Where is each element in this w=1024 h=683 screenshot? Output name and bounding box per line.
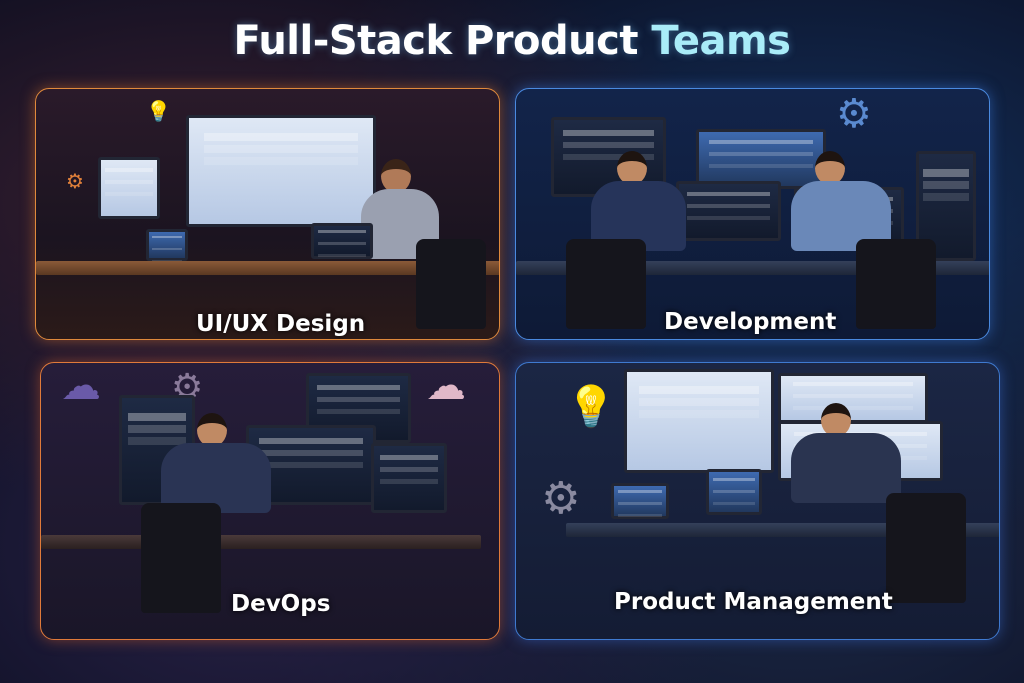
chair — [416, 239, 486, 329]
side-monitor — [98, 157, 160, 219]
panel-label: Development — [664, 309, 837, 335]
panel-label: DevOps — [231, 591, 331, 617]
tablet — [146, 229, 188, 261]
gear-icon: ⚙ — [66, 169, 84, 193]
laptop — [371, 443, 447, 513]
panel-uiux-design: 💡 ⚙ UI/UX Design — [35, 88, 500, 340]
laptop — [611, 483, 669, 519]
design-monitor — [186, 115, 376, 227]
laptop — [311, 223, 373, 259]
panel-devops: ☁ ☁ ⚙ DevOps — [40, 362, 500, 640]
roadmap-monitor — [624, 369, 774, 473]
page-title: Full-Stack Product Teams — [233, 18, 792, 64]
panel-development: ⚙ Development — [515, 88, 990, 340]
code-monitor — [676, 181, 781, 241]
laptop — [706, 469, 762, 515]
cloud-icon: ☁ — [426, 363, 466, 409]
desk — [36, 261, 499, 275]
analytics-monitor — [778, 373, 928, 423]
gear-icon: ⚙ — [541, 473, 581, 524]
code-monitor — [696, 129, 826, 189]
chair — [141, 503, 221, 613]
panel-label: Product Management — [614, 589, 893, 615]
gear-icon: ⚙ — [836, 91, 872, 137]
chair — [856, 239, 936, 329]
desk — [41, 535, 481, 549]
lightbulb-icon: 💡 — [566, 384, 616, 430]
lightbulb-icon: 💡 — [146, 99, 171, 123]
panel-product-management: 💡 ⚙ Product Management — [515, 362, 1000, 640]
cloud-icon: ☁ — [61, 363, 101, 409]
chair — [886, 493, 966, 603]
panel-label: UI/UX Design — [196, 311, 366, 337]
chair — [566, 239, 646, 329]
